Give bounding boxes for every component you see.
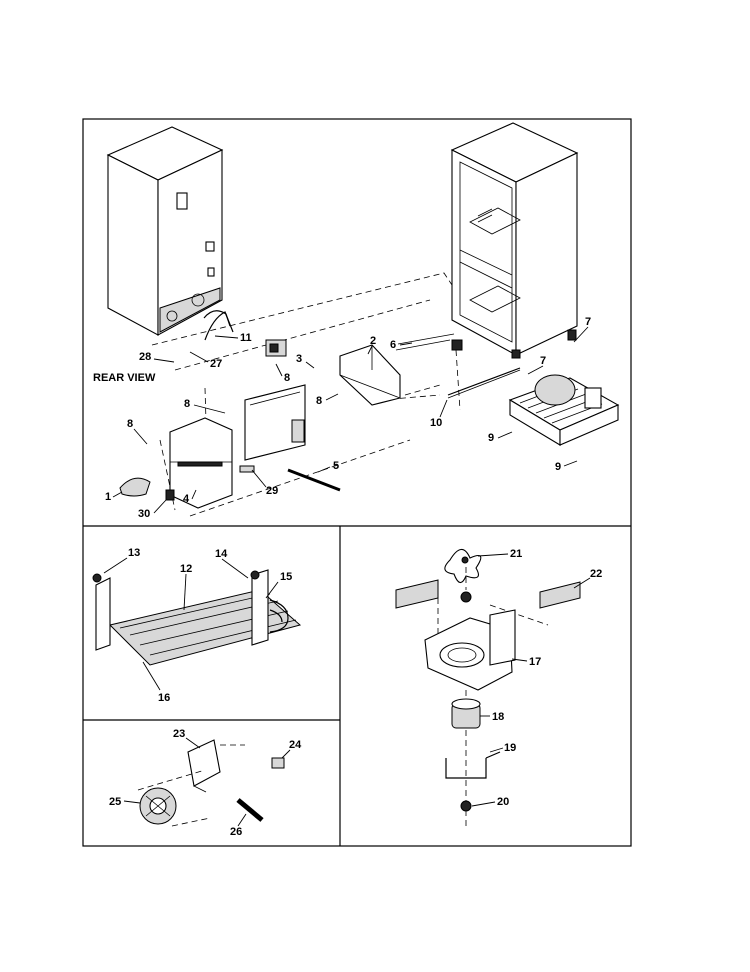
- part-label-7a: 7: [585, 316, 591, 328]
- rear-view-cabinet: [106, 126, 231, 336]
- part-label-21: 21: [510, 548, 522, 560]
- part-label-19: 19: [504, 742, 516, 754]
- part-number-labels: 1 2 3 4 5 6 7 7 8 8 8 8 9 9 10 11 12 13: [103, 316, 602, 838]
- connector-24: [271, 757, 285, 769]
- grommet-20: [460, 800, 472, 812]
- part-label-9a: 9: [488, 432, 494, 444]
- part-label-2: 2: [370, 335, 376, 347]
- motor-bracket-19: [445, 751, 501, 779]
- part-30-clip: [165, 489, 175, 501]
- fan-blade-21: [444, 548, 482, 584]
- fan-motor-18: [451, 698, 481, 729]
- part-22-pads: [395, 579, 581, 609]
- part-label-8b: 8: [316, 395, 322, 407]
- part-label-7b: 7: [540, 355, 546, 367]
- part-label-8d: 8: [127, 418, 133, 430]
- part-label-16: 16: [158, 692, 170, 704]
- part-label-30: 30: [138, 508, 150, 520]
- part-label-4: 4: [183, 493, 190, 505]
- part-5-rod: [287, 468, 341, 492]
- part-label-3: 3: [296, 353, 302, 365]
- compressor-assembly: [508, 374, 620, 446]
- part-label-14: 14: [215, 548, 228, 560]
- part-label-10: 10: [430, 417, 442, 429]
- part-label-27: 27: [210, 358, 222, 370]
- panel-frames: [82, 118, 632, 847]
- assembly-lines-bottom: [137, 744, 245, 827]
- part-label-13: 13: [128, 547, 140, 559]
- part-label-8a: 8: [284, 372, 290, 384]
- part-label-22: 22: [590, 568, 602, 580]
- part-label-24: 24: [289, 739, 302, 751]
- part-label-17: 17: [529, 656, 541, 668]
- part-29-connector: [239, 465, 255, 473]
- part-label-15: 15: [280, 571, 292, 583]
- part-11-tube: [204, 311, 234, 341]
- part-label-11: 11: [240, 332, 252, 344]
- part-10-tube: [447, 367, 521, 396]
- fan-hub: [460, 591, 472, 603]
- part-2-cover: [339, 344, 401, 406]
- part-label-5: 5: [333, 460, 339, 472]
- part-label-1: 1: [105, 491, 111, 503]
- front-view-cabinet: [450, 122, 579, 359]
- part-label-23: 23: [173, 728, 185, 740]
- part-label-18: 18: [492, 711, 504, 723]
- shaft-26: [236, 798, 264, 822]
- rear-view-label: REAR VIEW: [93, 372, 156, 384]
- fan-wheel-25: [139, 787, 177, 825]
- part-label-20: 20: [497, 796, 509, 808]
- part-label-8c: 8: [184, 398, 190, 410]
- part-8-bracket: [244, 384, 306, 461]
- bracket-23: [187, 739, 221, 793]
- part-label-25: 25: [109, 796, 121, 808]
- part-label-29: 29: [266, 485, 278, 497]
- part-label-9b: 9: [555, 461, 561, 473]
- part-label-12: 12: [180, 563, 192, 575]
- part-label-6: 6: [390, 339, 396, 351]
- part-label-28: 28: [139, 351, 151, 363]
- evaporator-coil: [92, 569, 302, 666]
- pad-guide-right: [489, 604, 549, 626]
- fan-shroud-17: [424, 609, 516, 691]
- part-label-26: 26: [230, 826, 242, 838]
- part-4-tray: [169, 417, 233, 509]
- part-1-cap: [119, 477, 151, 497]
- part-3-relay: [265, 339, 287, 357]
